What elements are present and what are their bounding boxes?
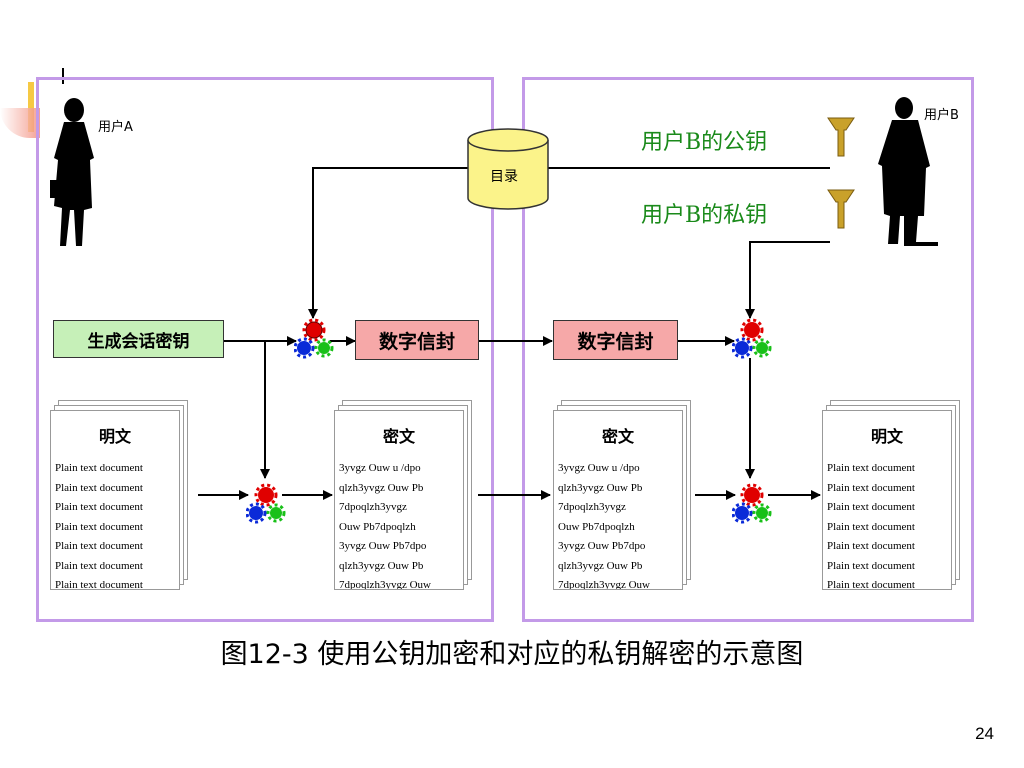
plaintext-title: 明文 [98, 427, 131, 446]
ciphertext-line: 3yvgz Ouw u /dpo [339, 462, 421, 474]
directory-label: 目录 [490, 169, 518, 185]
ciphertext-line: 7dpoqlzh3yvgz Ouw [339, 579, 431, 590]
key-icon [827, 189, 855, 229]
ciphertext-line: qlzh3yvgz Ouw Pb [339, 559, 424, 572]
key-icon [827, 117, 855, 157]
receiver-panel [522, 77, 974, 622]
figure-caption: 图12-3 使用公钥加密和对应的私钥解密的示意图 [220, 639, 804, 670]
plaintext-line: Plain text document [55, 481, 143, 494]
digital-envelope-left: 数字信封 [355, 320, 479, 360]
page-number: 24 [975, 724, 994, 743]
plaintext-line: Plain text document [827, 501, 915, 513]
plaintext-line: Plain text document [55, 579, 143, 590]
plaintext-line: Plain text document [55, 501, 143, 513]
ciphertext-line: 7dpoqlzh3yvgz Ouw [558, 579, 650, 590]
ciphertext-line: Ouw Pb7dpoqlzh [558, 520, 635, 533]
user-b-silhouette-icon [878, 97, 938, 246]
plaintext-line: Plain text document [827, 540, 915, 552]
plaintext-line: Plain text document [55, 559, 143, 572]
ciphertext-line: 3yvgz Ouw u /dpo [558, 462, 640, 474]
plaintext-document-left: 明文 Plain text document Plain text docume… [50, 400, 188, 590]
plaintext-line: Plain text document [827, 520, 915, 533]
plaintext-document-right: 明文 Plain text document Plain text docume… [822, 400, 960, 590]
digital-envelope-right: 数字信封 [553, 320, 678, 360]
ciphertext-line: 7dpoqlzh3yvgz [339, 501, 407, 513]
plaintext-title: 明文 [870, 427, 903, 446]
plaintext-line: Plain text document [827, 559, 915, 572]
ciphertext-document-left: 密文 3yvgz Ouw u /dpo qlzh3yvgz Ouw Pb 7dp… [334, 400, 472, 590]
plaintext-line: Plain text document [827, 462, 915, 474]
slide-accent-tick [62, 68, 64, 84]
session-key-box: 生成会话密钥 [53, 320, 224, 358]
gear-icon [246, 483, 286, 524]
user-a-label: 用户A [98, 120, 133, 135]
ciphertext-title: 密文 [382, 427, 415, 446]
ciphertext-line: 3yvgz Ouw Pb7dpo [339, 540, 427, 552]
ciphertext-line: 3yvgz Ouw Pb7dpo [558, 540, 646, 552]
ciphertext-line: qlzh3yvgz Ouw Pb [558, 559, 643, 572]
user-a-silhouette-icon [50, 98, 94, 246]
private-key-label: 用户B的私钥 [641, 203, 768, 228]
ciphertext-line: qlzh3yvgz Ouw Pb [339, 481, 424, 494]
gear-icon [732, 318, 772, 359]
plaintext-line: Plain text document [55, 540, 143, 552]
ciphertext-line: qlzh3yvgz Ouw Pb [558, 481, 643, 494]
public-key-label: 用户B的公钥 [641, 130, 768, 155]
slide-accent-bar [28, 82, 34, 132]
directory-database-icon [467, 128, 549, 210]
plaintext-line: Plain text document [55, 462, 143, 474]
ciphertext-line: 7dpoqlzh3yvgz [558, 501, 626, 513]
gear-icon [294, 318, 334, 359]
gear-icon [732, 483, 772, 524]
plaintext-line: Plain text document [55, 520, 143, 533]
ciphertext-document-right: 密文 3yvgz Ouw u /dpo qlzh3yvgz Ouw Pb 7dp… [553, 400, 691, 590]
user-b-label: 用户B [924, 108, 959, 123]
ciphertext-line: Ouw Pb7dpoqlzh [339, 520, 416, 533]
ciphertext-title: 密文 [601, 427, 634, 446]
sender-panel [36, 77, 494, 622]
plaintext-line: Plain text document [827, 579, 915, 590]
plaintext-line: Plain text document [827, 481, 915, 494]
